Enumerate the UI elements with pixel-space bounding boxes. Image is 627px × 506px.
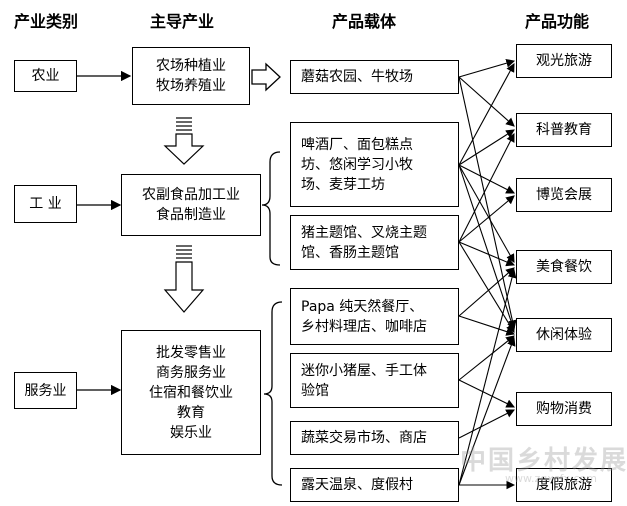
carrier-3: 猪主题馆、叉烧主题 馆、香肠主题馆 — [290, 215, 459, 270]
arrow-c4-f4 — [458, 267, 515, 317]
arrow-c3-f4 — [458, 241, 516, 267]
header-carrier: 产品载体 — [332, 12, 397, 31]
arrow-c6-f6 — [458, 409, 515, 439]
arrow-c2-f3 — [458, 164, 515, 194]
category-service: 服务业 — [14, 372, 77, 409]
main-industry-agriculture: 农场种植业 牧场养殖业 — [132, 47, 250, 105]
header-main-industry: 主导产业 — [150, 12, 215, 31]
carrier-2: 啤酒厂、面包糕点 坊、悠闲学习小牧 场、麦芽工坊 — [290, 122, 459, 207]
arrow-c4-f5 — [458, 315, 516, 336]
arrow-c3-f5 — [458, 241, 515, 333]
category-label: 工 业 — [29, 196, 62, 212]
arrow-c1-f2 — [458, 76, 515, 127]
carrier-label: Papa 纯天然餐厅、 乡村料理店、咖啡店 — [301, 298, 427, 335]
down-arrow-2 — [163, 245, 205, 313]
function-label: 科普教育 — [536, 122, 592, 138]
arrow-c7-f4 — [458, 268, 517, 486]
header-category: 产业类别 — [14, 12, 79, 31]
category-industry: 工 业 — [14, 185, 77, 223]
arrow-c3-f2 — [458, 133, 515, 243]
carrier-label: 啤酒厂、面包糕点 坊、悠闲学习小牧 场、麦芽工坊 — [301, 136, 413, 193]
arrow-c5-f6 — [458, 379, 515, 408]
arrow-c2-f2 — [458, 129, 515, 166]
function-label: 博览会展 — [536, 187, 592, 203]
carrier-1: 蘑菇农园、牛牧场 — [290, 60, 459, 94]
carrier-label: 蘑菇农园、牛牧场 — [301, 69, 413, 85]
function-label: 美食餐饮 — [536, 259, 592, 275]
arrow-c7-f5 — [458, 336, 516, 486]
carrier-label: 猪主题馆、叉烧主题 馆、香肠主题馆 — [301, 224, 427, 261]
function-shopping: 购物消费 — [516, 392, 612, 426]
function-label: 休闲体验 — [536, 327, 592, 343]
arrow-c2-f5 — [458, 164, 516, 332]
arrow-c2-f1 — [458, 63, 515, 166]
function-label: 度假旅游 — [536, 477, 592, 493]
main-industry-industry: 农副食品加工业 食品制造业 — [121, 174, 261, 236]
function-exhibition: 博览会展 — [516, 178, 612, 212]
hollow-arrow-right — [251, 62, 281, 92]
carrier-7: 露天温泉、度假村 — [290, 468, 459, 502]
main-industry-label: 农场种植业 牧场养殖业 — [156, 58, 226, 94]
watermark-text: 中国乡村发展网 — [460, 446, 627, 476]
brace-industry — [261, 151, 281, 266]
arrow-c2-f4 — [458, 164, 515, 263]
arrow-c5-f5 — [458, 335, 515, 381]
down-arrow-1 — [163, 117, 205, 165]
arrow-c1-f5 — [458, 76, 517, 330]
function-label: 购物消费 — [536, 401, 592, 417]
category-label: 农业 — [31, 68, 60, 84]
watermark-url: www.zgxcfx.com — [505, 472, 597, 485]
brace-service — [263, 301, 283, 486]
main-industry-service: 批发零售业 商务服务业 住宿和餐饮业 教育 娱乐业 — [121, 330, 261, 455]
function-vacation: 度假旅游 — [516, 468, 612, 502]
function-sightseeing: 观光旅游 — [516, 44, 612, 78]
function-label: 观光旅游 — [536, 53, 592, 69]
main-industry-label: 批发零售业 商务服务业 住宿和餐饮业 教育 娱乐业 — [149, 344, 233, 441]
header-function: 产品功能 — [525, 12, 590, 31]
carrier-label: 迷你小猪屋、手工体 验馆 — [301, 362, 427, 399]
function-food-dining: 美食餐饮 — [516, 250, 612, 284]
category-agriculture: 农业 — [14, 60, 77, 92]
function-leisure-experience: 休闲体验 — [516, 318, 612, 352]
arrow-c3-f3 — [458, 195, 515, 243]
function-science-education: 科普教育 — [516, 113, 612, 147]
carrier-6: 蔬菜交易市场、商店 — [290, 421, 459, 455]
carrier-label: 露天温泉、度假村 — [301, 477, 413, 493]
main-industry-label: 农副食品加工业 食品制造业 — [142, 187, 240, 223]
carrier-5: 迷你小猪屋、手工体 验馆 — [290, 353, 459, 408]
arrow-c1-f1 — [458, 58, 516, 78]
carrier-4: Papa 纯天然餐厅、 乡村料理店、咖啡店 — [290, 288, 459, 345]
category-label: 服务业 — [24, 382, 67, 399]
carrier-label: 蔬菜交易市场、商店 — [301, 430, 427, 446]
